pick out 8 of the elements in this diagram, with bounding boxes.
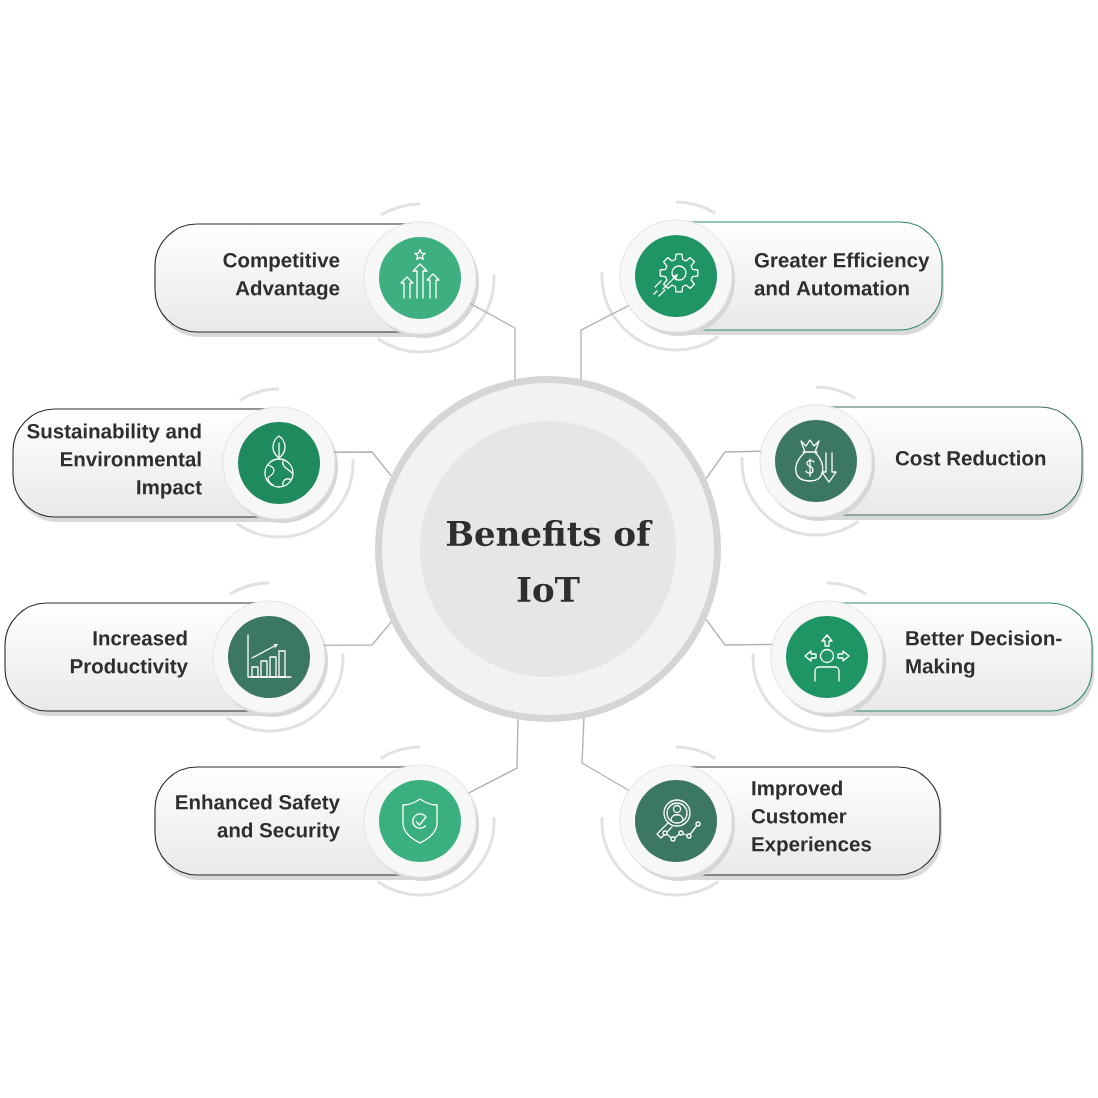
connector-line	[469, 302, 516, 380]
connector-line	[581, 717, 630, 792]
connector-line	[705, 450, 762, 480]
connector-line	[323, 621, 392, 647]
connector-line	[333, 451, 392, 477]
connector-line	[467, 718, 519, 794]
connector-line	[580, 305, 630, 380]
connector-line	[705, 618, 774, 646]
